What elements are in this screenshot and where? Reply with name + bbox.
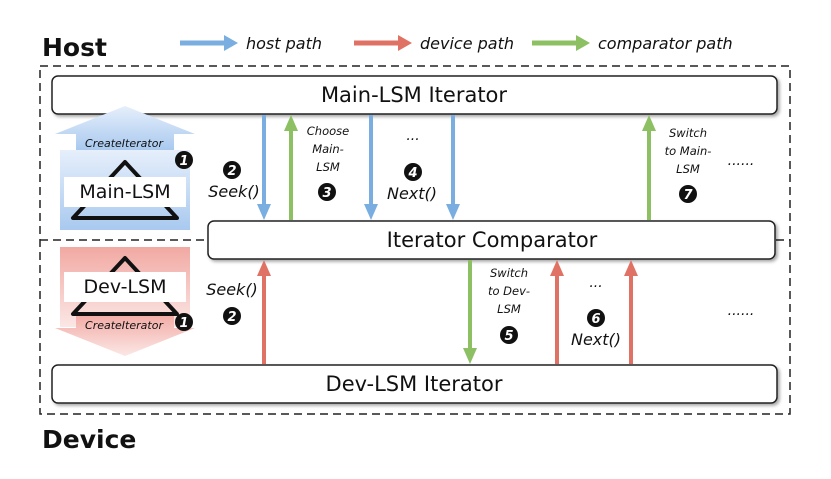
main-create-iterator-arrow (55, 106, 195, 150)
device-path-arrows (257, 260, 638, 364)
choose-main-line-1: Choose (307, 124, 349, 138)
main-lsm-iterator-box: Main-LSM Iterator (51, 75, 778, 115)
step-3-number: 3 (322, 186, 331, 201)
main-lsm-label-bg (64, 177, 186, 207)
device-seek-arrowhead (257, 260, 271, 276)
device-next-arrowhead-1 (550, 260, 564, 276)
switch-dev-line-3: LSM (497, 302, 521, 316)
main-lsm-iterator-label: Main-LSM Iterator (321, 83, 507, 107)
iterator-comparator-box: Iterator Comparator (207, 220, 776, 260)
choose-main-arrowhead (284, 115, 298, 131)
main-lsm-block: CreateIterator Main-LSM 1 (55, 106, 195, 230)
step-2-top-number: 2 (227, 164, 236, 179)
switch-dev-line-2: to Dev- (488, 284, 530, 298)
step-3-badge (318, 183, 336, 201)
step-2-bottom-badge (223, 307, 241, 325)
dots-bottom: ...... (728, 303, 755, 319)
main-lsm-name: Main-LSM (79, 181, 170, 203)
legend: host path device path comparator path (180, 34, 733, 53)
comparator-path-arrows (284, 115, 656, 364)
dev-create-iterator-label: CreateIterator (85, 319, 164, 332)
ellipsis-top: ... (406, 128, 419, 144)
next-top-label: Next() (387, 184, 437, 203)
legend-device-label: device path (420, 34, 514, 53)
switch-main-line-3: LSM (676, 162, 700, 176)
dev-create-iterator-arrow (55, 313, 195, 356)
seek-bottom-label: Seek() (206, 280, 258, 299)
legend-device-arrowhead (398, 35, 412, 51)
main-create-iterator-label: CreateIterator (85, 137, 164, 150)
step-2-top-badge (223, 161, 241, 179)
legend-host-label: host path (246, 34, 322, 53)
step-7-number: 7 (683, 188, 693, 203)
choose-main-line-2: Main- (312, 142, 344, 156)
step-1-main-badge (175, 151, 193, 169)
step-4-badge (404, 163, 422, 181)
step-7-badge (679, 185, 697, 203)
iterator-comparator-label: Iterator Comparator (387, 228, 598, 252)
switch-dev-arrowhead (463, 348, 477, 364)
device-next-arrowhead-2 (624, 260, 638, 276)
dev-lsm-iterator-box: Dev-LSM Iterator (51, 364, 778, 404)
dots-top: ...... (728, 153, 755, 169)
step-2-bottom-number: 2 (227, 310, 236, 325)
dev-lsm-block: CreateIterator Dev-LSM 1 (55, 247, 195, 356)
step-5-number: 5 (504, 329, 513, 344)
switch-main-line-1: Switch (669, 126, 707, 140)
legend-host-arrowhead (224, 35, 238, 51)
step-5-badge (500, 326, 518, 344)
device-label: Device (42, 425, 136, 454)
step-1-main-number: 1 (179, 154, 188, 169)
step-1-dev-badge (175, 313, 193, 331)
step-6-number: 6 (591, 312, 600, 327)
legend-comparator-arrowhead (576, 35, 590, 51)
host-label: Host (42, 33, 107, 62)
dev-lsm-name: Dev-LSM (84, 276, 167, 298)
host-next-arrowhead-1 (364, 204, 378, 220)
step-4-number: 4 (407, 166, 417, 181)
switch-main-arrowhead (642, 115, 656, 131)
host-next-arrowhead-2 (446, 204, 460, 220)
step-1-dev-number: 1 (179, 316, 188, 331)
legend-comparator-label: comparator path (598, 34, 733, 53)
choose-main-line-3: LSM (316, 160, 340, 174)
next-bottom-label: Next() (571, 330, 621, 349)
switch-dev-line-1: Switch (490, 266, 528, 280)
switch-main-line-2: to Main- (665, 144, 712, 158)
seek-top-label: Seek() (208, 182, 260, 201)
host-seek-arrowhead (257, 204, 271, 220)
host-path-arrows (257, 115, 460, 220)
step-6-badge (587, 309, 605, 327)
dev-lsm-label-bg (64, 272, 186, 302)
dev-lsm-iterator-label: Dev-LSM Iterator (326, 372, 503, 396)
ellipsis-bottom: ... (589, 275, 602, 291)
